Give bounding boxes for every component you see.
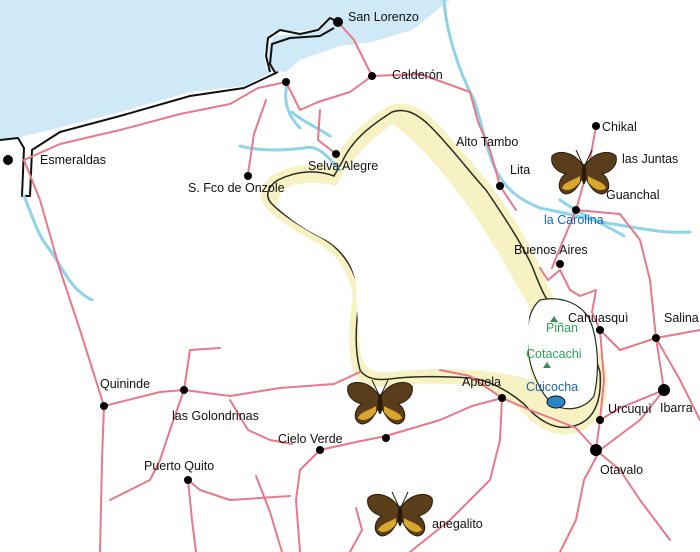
label-lita: Lita (510, 163, 530, 177)
label-apuela: Apuela (462, 375, 501, 389)
label-calderon: Calderón (392, 68, 443, 82)
dot-la-carolina (572, 206, 580, 214)
label-buenos-aires: Buenos Aires (514, 243, 588, 257)
label-las-juntas: las Juntas (622, 152, 678, 166)
dot-cielo-verde (316, 446, 324, 454)
dot-esmeraldas (3, 155, 13, 165)
label-san-lorenzo: San Lorenzo (348, 10, 419, 24)
label-cuicocha: Cuicocha (526, 380, 578, 394)
dot-san-lorenzo (333, 17, 343, 27)
coastline (0, 71, 279, 197)
label-cielo-verde: Cielo Verde (278, 432, 343, 446)
sea-area-north (266, 0, 450, 72)
label-las-golondrinas: las Golondrinas (172, 409, 259, 423)
river-mira (442, 0, 692, 234)
label-s-fco-de-onzole: S. Fco de Onzole (188, 181, 285, 195)
sea-area (0, 0, 338, 140)
dot-selva-alegre (332, 150, 340, 158)
dot-las-golondrinas (180, 386, 188, 394)
label-otavalo: Otavalo (600, 463, 643, 477)
label-salina: Salina (664, 311, 699, 325)
dot-apuela (498, 394, 506, 402)
label-ibarra: Ibarra (660, 401, 693, 415)
label-alto-tambo: Alto Tambo (456, 135, 518, 149)
label-puerto-quito: Puerto Quito (144, 459, 214, 473)
dot-salina (652, 334, 660, 342)
peak-triangle-icon (550, 316, 558, 322)
dot-s-fco-de-onzole (244, 172, 252, 180)
butterfly-icon (367, 491, 433, 537)
peak-triangle-icon (543, 362, 551, 368)
label-manegalito: anegalito (432, 517, 483, 531)
river-guanchal (558, 198, 626, 238)
label-esmeraldas: Esmeraldas (40, 153, 106, 167)
label-pinan: Piñan (546, 321, 578, 335)
dot-buenos-aires (556, 260, 564, 268)
river-selva-alegre (238, 144, 342, 172)
dot-ibarra (658, 384, 670, 396)
dot-range-junction (382, 434, 390, 442)
dot-puerto-quito (184, 476, 192, 484)
town-dots (3, 17, 670, 484)
dot-otavalo (590, 444, 602, 456)
coastline-channel (269, 27, 335, 75)
label-la-carolina: la Carolina (544, 213, 604, 227)
river-north (284, 80, 332, 138)
label-cahuasqui: Cahuasquì (568, 311, 628, 325)
river-esmeraldas (22, 194, 94, 302)
dot-quininde (100, 402, 108, 410)
label-selva-alegre: Selva Alegre (308, 159, 378, 173)
dot-cahuasqui (596, 326, 604, 334)
label-guanchal: Guanchal (606, 188, 660, 202)
label-urcuqui: Urcuquì (608, 402, 652, 416)
dot-urcuqui (596, 416, 604, 424)
label-quininde: Quininde (100, 377, 150, 391)
dot-calderon (368, 72, 376, 80)
roads (23, 21, 700, 552)
butterfly-icon (347, 379, 413, 425)
label-cotacachi: Cotacachi (526, 347, 582, 361)
label-chikal: Chikal (602, 120, 637, 134)
dot-lita (496, 182, 504, 190)
dot-chikal (592, 122, 600, 130)
lake-cuicocha (546, 395, 566, 409)
range-inner-fill (276, 124, 532, 380)
dot-junction (282, 78, 290, 86)
coastline-north (265, 17, 339, 73)
